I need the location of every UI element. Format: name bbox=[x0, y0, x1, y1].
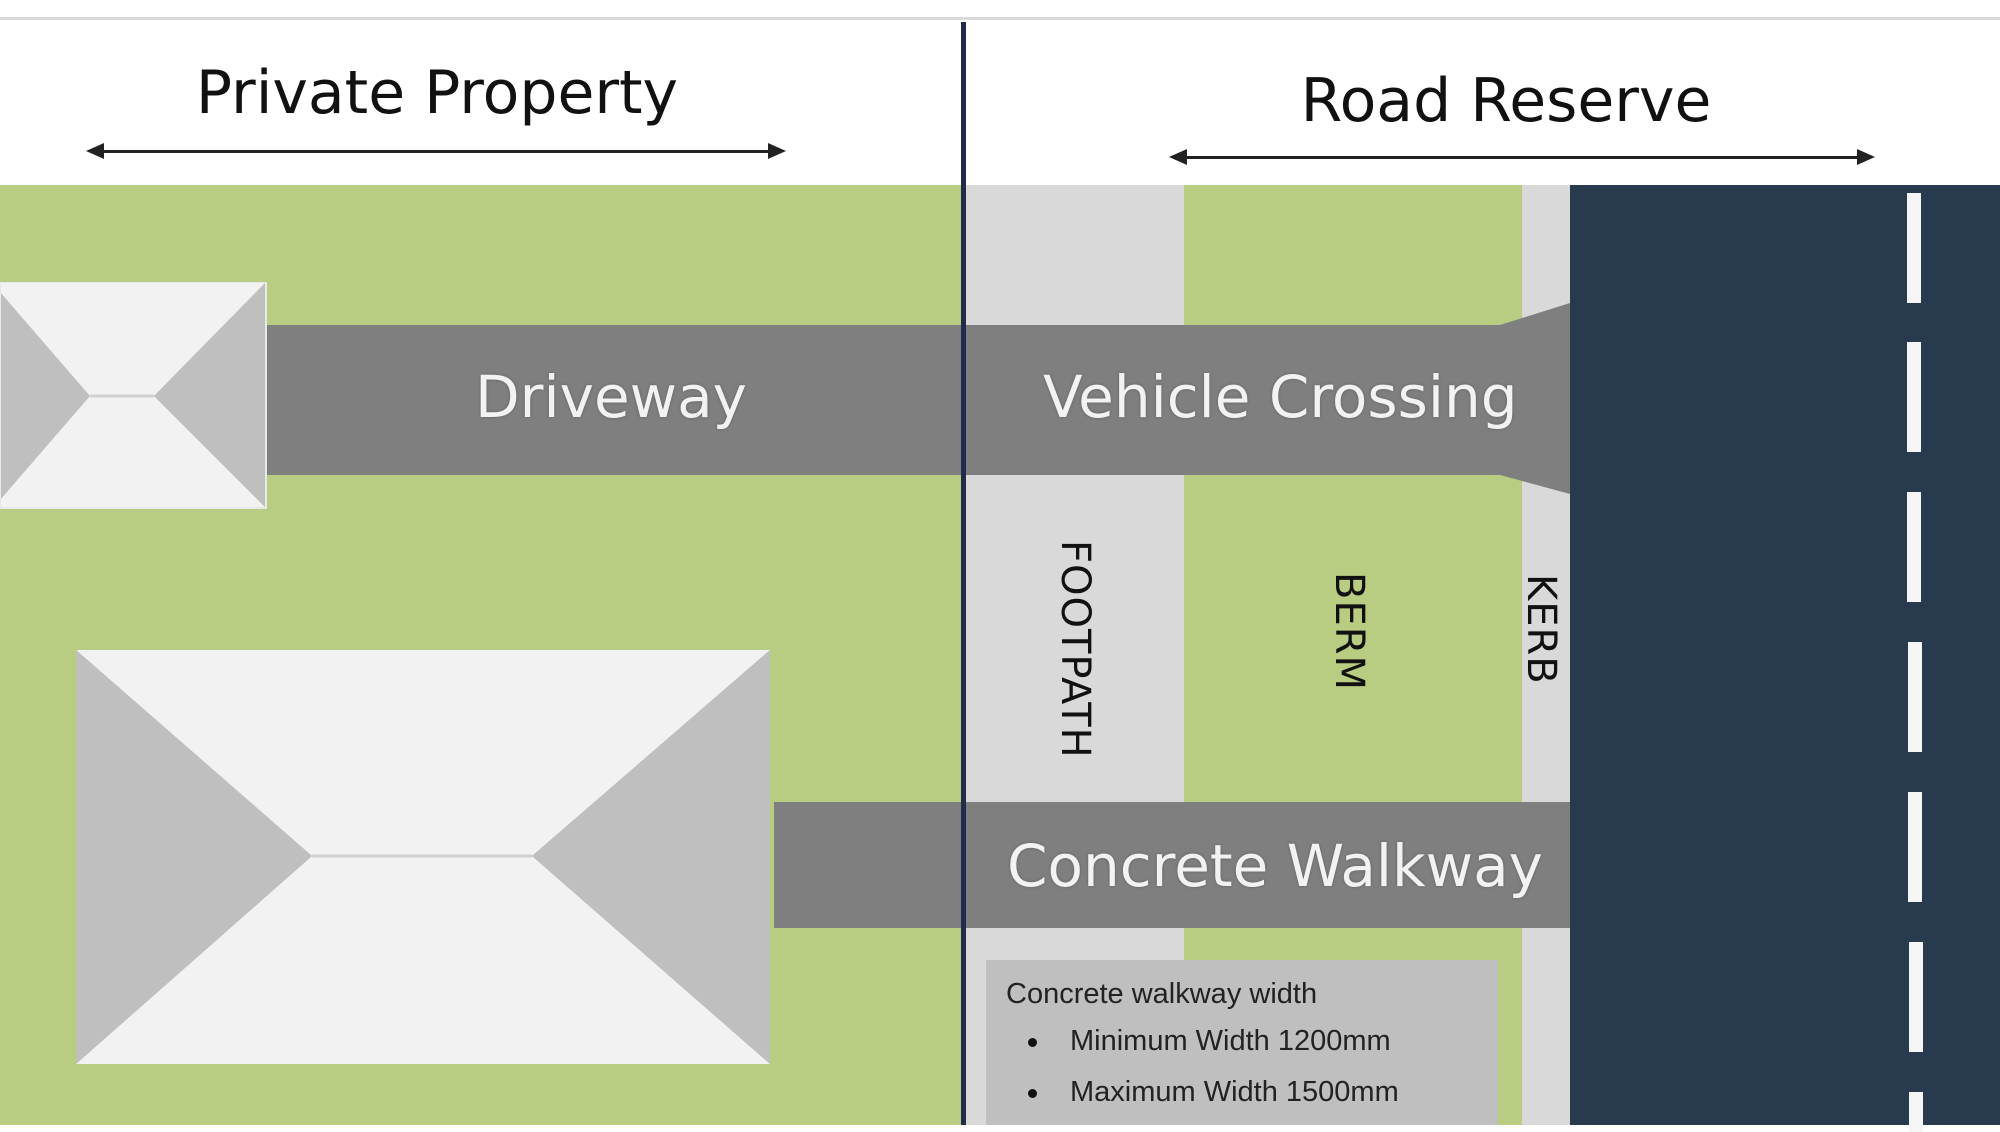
house-roof-small bbox=[0, 282, 267, 509]
lane-dash bbox=[1907, 193, 1921, 303]
house-roof-large bbox=[76, 650, 770, 1064]
lane-dash bbox=[1909, 942, 1923, 1052]
lane-dash bbox=[1907, 342, 1921, 452]
walkway-width-note: Concrete walkway width Minimum Width 120… bbox=[986, 960, 1498, 1125]
lane-dash bbox=[1909, 1092, 1923, 1132]
vehicle-crossing-flare bbox=[1500, 303, 1570, 494]
driveway-band bbox=[266, 325, 966, 475]
note-list: Minimum Width 1200mm Maximum Width 1500m… bbox=[1006, 1025, 1498, 1109]
private-property-label: Private Property bbox=[195, 58, 679, 128]
kerb-label: KERB bbox=[1518, 574, 1564, 685]
note-item-min-width: Minimum Width 1200mm bbox=[1006, 1025, 1498, 1058]
lane-dash bbox=[1908, 792, 1922, 902]
footpath-label: FOOTPATH bbox=[1052, 540, 1098, 759]
berm-label: BERM bbox=[1326, 572, 1372, 692]
lane-dash bbox=[1908, 642, 1922, 752]
concrete-walkway-band bbox=[774, 802, 1570, 928]
top-rule bbox=[0, 17, 2000, 20]
road-carriageway bbox=[1570, 185, 2000, 1125]
vehicle-crossing-band bbox=[966, 325, 1522, 475]
lane-dash bbox=[1907, 492, 1921, 602]
note-item-max-width: Maximum Width 1500mm bbox=[1006, 1076, 1498, 1109]
note-title: Concrete walkway width bbox=[1006, 978, 1318, 1010]
road-reserve-label: Road Reserve bbox=[1300, 66, 1712, 136]
vehicle-crossing-label: Vehicle Crossing bbox=[1043, 363, 1518, 431]
concrete-walkway-label: Concrete Walkway bbox=[1007, 832, 1543, 900]
property-boundary-line bbox=[961, 22, 966, 1125]
road-reserve-arrow bbox=[1169, 149, 1875, 165]
driveway-label: Driveway bbox=[475, 363, 747, 431]
private-property-arrow bbox=[86, 143, 786, 159]
